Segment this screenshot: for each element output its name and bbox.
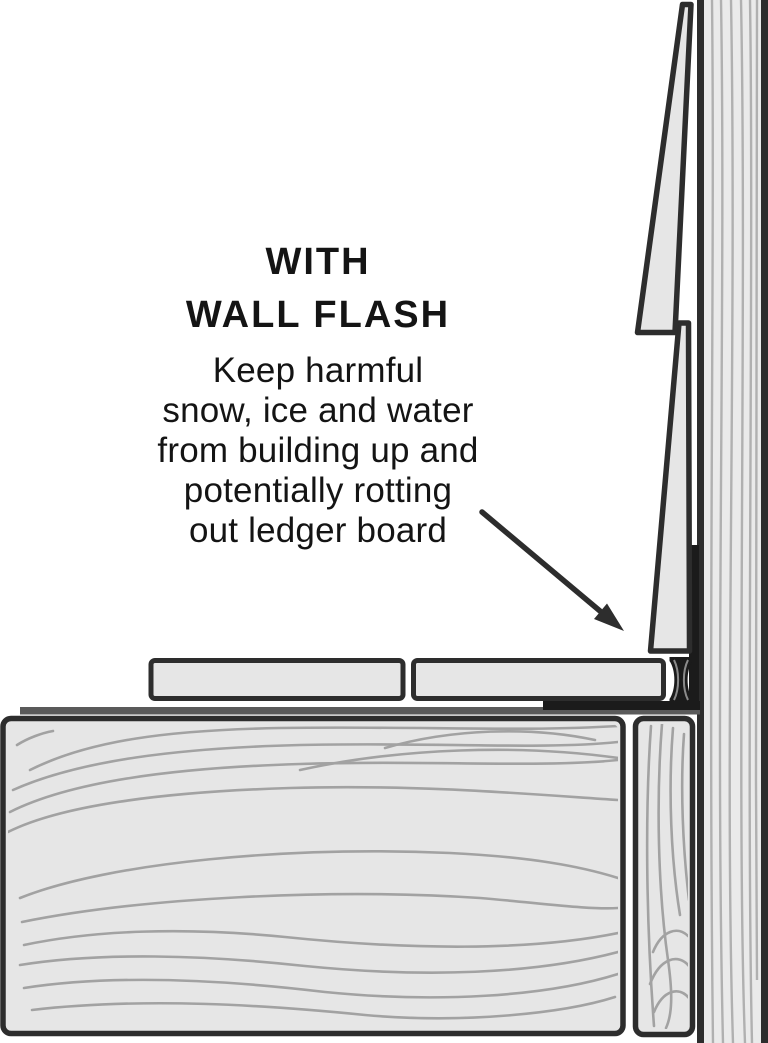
wall-flashing-vertical — [689, 545, 699, 711]
deck-board-left — [148, 658, 406, 701]
caption-line: from building up and — [157, 431, 479, 470]
wall-grain — [709, 0, 759, 1043]
wall-left-edge — [697, 0, 704, 1043]
title-line: WALL FLASH — [185, 294, 451, 336]
caption-line: potentially rotting — [183, 471, 453, 510]
flashing-top-strip — [20, 707, 700, 715]
title-line: WITH — [265, 241, 371, 283]
ledger-grain — [645, 724, 688, 1029]
caption-line: snow, ice and water — [162, 391, 474, 430]
ledger-board — [632, 715, 696, 1038]
flashing-drip-spool — [669, 657, 693, 703]
diagram-title: WITH WALL FLASH — [78, 236, 558, 342]
joist-grain — [8, 724, 618, 1020]
caption-line: Keep harmful — [212, 351, 424, 390]
wall-flashing-horizontal — [543, 701, 700, 710]
annotation-block: WITH WALL FLASH Keep harmful snow, ice a… — [78, 236, 558, 551]
caption-line: out ledger board — [188, 511, 448, 550]
diagram-caption: Keep harmful snow, ice and water from bu… — [78, 351, 558, 551]
ledger-body — [632, 715, 696, 1038]
lap-siding-lower — [647, 320, 693, 654]
deck-board-right — [411, 658, 666, 701]
wall-right-edge — [761, 0, 768, 1043]
joist — [0, 715, 626, 1037]
exterior-wall — [697, 0, 768, 1043]
pointer-arrow — [479, 509, 624, 631]
lap-siding-upper — [634, 1, 694, 336]
